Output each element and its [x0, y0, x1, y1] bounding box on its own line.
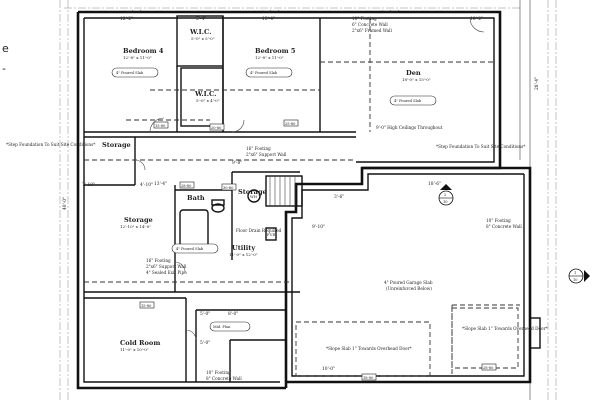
room-bath: Bath	[187, 194, 205, 202]
note-slope-right: *Slope Slab 1" Towards Overhead Door*	[462, 326, 549, 331]
dim-18-6: 18'-6"	[428, 182, 441, 187]
plan-notes: 10" Footing 6" Concrete Wall 2"x6" Frame…	[6, 16, 549, 381]
room-wic-1-dim: 5'-0" x 5'-0"	[191, 36, 215, 41]
note-support-mid: 2"x6" Support Wall	[246, 152, 287, 157]
room-bedroom-5-dim: 12'-8" x 11'-0"	[255, 55, 284, 60]
room-cold-room-dim: 11'-0" x 10'-0"	[120, 347, 149, 352]
room-storage-main: Storage	[124, 216, 153, 224]
dimensions: 12'-2" 5'-4" 13'-4" 18'-2" Insulated Ins…	[63, 10, 540, 372]
room-storage-mid: Storage	[238, 188, 267, 196]
room-cold-room: Cold Room	[120, 339, 160, 347]
dim-10-0: 10'-0"	[322, 367, 335, 372]
dim-top-1: 12'-2"	[120, 17, 133, 22]
note-step-left: *Step Foundation To Suit Site Conditions…	[6, 142, 96, 147]
note-ceiling: 9'-0" High Ceilings Throughout	[376, 125, 443, 130]
dim-4-10: 4'-10"	[140, 183, 153, 188]
slab-tag-storage: 4" Poured Slab	[176, 247, 204, 251]
slab-tag-bedroom4: 4" Poured Slab	[116, 71, 144, 75]
svg-text:28-80: 28-80	[181, 184, 192, 188]
dim-top-2: 5'-4"	[196, 17, 206, 22]
door-tags: 15-80 20-80 25-80 28-80 30-80 15-80 18-8…	[139, 119, 497, 381]
note-concrete-top: 6" Concrete Wall	[352, 22, 388, 27]
dim-7-10: 7'-10"	[82, 183, 95, 188]
note-support-lower: 2"x6" Support Wall	[146, 264, 187, 269]
slab-tag-bedroom5: 4" Poured Slab	[250, 71, 278, 75]
svg-text:15-80: 15-80	[155, 124, 166, 128]
mid-plan-tag: Mid. Plan	[213, 325, 231, 329]
furnace-symbol	[265, 227, 277, 241]
room-storage-main-dim: 12'-10" x 14'-0"	[120, 224, 151, 229]
slab-tag-den: 4" Poured Slab	[394, 99, 422, 103]
dim-9-10: 9'-10"	[312, 225, 325, 230]
dim-8-0: 8'-0"	[228, 312, 238, 317]
svg-text:15-80: 15-80	[141, 304, 152, 308]
dim-9-8: 9'-8"	[232, 161, 242, 166]
dim-5-0b: 5'-0"	[200, 341, 210, 346]
mechanical-units: WH FUR	[247, 189, 277, 241]
svg-text:18-80: 18-80	[363, 376, 374, 380]
room-bedroom-4: Bedroom 4	[123, 47, 164, 55]
note-footing-bottom: 10" Footing	[206, 370, 231, 375]
room-utility: Utility	[232, 244, 255, 252]
note-framed-top: 2"x6" Framed Wall	[352, 28, 393, 33]
door-swings	[134, 17, 485, 341]
note-footing-mid: 16" Footing	[246, 146, 271, 151]
dim-3-6: 3'-6"	[334, 195, 344, 200]
svg-text:20-80: 20-80	[211, 126, 222, 130]
room-storage-left: Storage	[102, 141, 131, 149]
note-garage-slab-reinforce: (Unreinforced Below)	[386, 286, 432, 291]
bath-fixtures	[179, 199, 225, 249]
room-wic-1: W.I.C.	[189, 28, 211, 36]
section-marker-2: 2 10	[438, 184, 454, 206]
room-utility-dim: 11'-0" x 12'-0"	[229, 252, 258, 257]
svg-text:28-80: 28-80	[483, 366, 494, 370]
room-wic-2: W.I.C.	[194, 90, 216, 98]
note-garage-slab: 4" Poured Garage Slab	[384, 280, 433, 285]
outer-walls	[76, 10, 532, 390]
section-marker-1: 1 10	[568, 268, 590, 284]
margin-letter-e: e	[2, 42, 9, 55]
margin-dash: -	[2, 62, 6, 75]
reference-grid	[59, 0, 557, 400]
note-footing-lower: 16" Footing	[146, 258, 171, 263]
garage-slabs	[295, 307, 541, 377]
svg-text:2: 2	[444, 193, 446, 197]
note-footing-top: 10" Footing	[352, 16, 377, 21]
room-labels: Bedroom 4 12'-8" x 11'-0" W.I.C. 5'-0" x…	[102, 28, 431, 352]
dim-right-height: 28'-4"	[535, 77, 540, 90]
note-floor-drain: Floor Drain Required	[236, 228, 282, 233]
svg-text:10: 10	[443, 200, 448, 204]
room-wic-2-dim: 5'-0" x 4'-0"	[196, 98, 220, 103]
dim-13-4: 13'-4"	[154, 182, 167, 187]
note-sealed-pipe: 4" Sealed Exit Pipe	[146, 270, 187, 275]
note-footing-right: 10" Footing	[486, 218, 511, 223]
dim-top-3: 13'-4"	[262, 17, 275, 22]
room-den-dim: 18'-0" x 15'-0"	[402, 77, 431, 82]
slab-tags: 4" Poured Slab 4" Poured Slab 4" Poured …	[111, 67, 437, 332]
note-slope-left: *Slope Slab 1" Towards Overhead Door*	[326, 346, 413, 351]
svg-text:30-80: 30-80	[223, 186, 234, 190]
room-den: Den	[406, 69, 421, 77]
svg-text:1: 1	[574, 271, 576, 275]
label-insulated-2: Insulated	[262, 10, 280, 14]
room-bedroom-5: Bedroom 5	[255, 47, 296, 55]
label-insulated-3: Insulated	[382, 10, 400, 14]
water-heater-label: WH	[250, 195, 257, 199]
svg-text:25-80: 25-80	[285, 122, 296, 126]
water-heater-symbol	[247, 189, 261, 203]
furnace-label: FUR	[267, 233, 276, 237]
dim-5-0: 5'-0"	[200, 312, 210, 317]
note-step-right: *Step Foundation To Suit Site Conditions…	[436, 144, 526, 149]
note-concrete-right: 8" Concrete Wall	[486, 224, 522, 229]
dim-left-height: 40'-0"	[63, 197, 68, 210]
note-concrete-bottom: 8" Concrete Wall	[206, 376, 242, 381]
dim-top-4: 18'-2"	[470, 17, 483, 22]
label-insulated-1: Insulated	[124, 10, 142, 14]
stair	[265, 175, 303, 207]
svg-text:10: 10	[573, 278, 578, 282]
room-bedroom-4-dim: 12'-8" x 11'-0"	[123, 55, 152, 60]
